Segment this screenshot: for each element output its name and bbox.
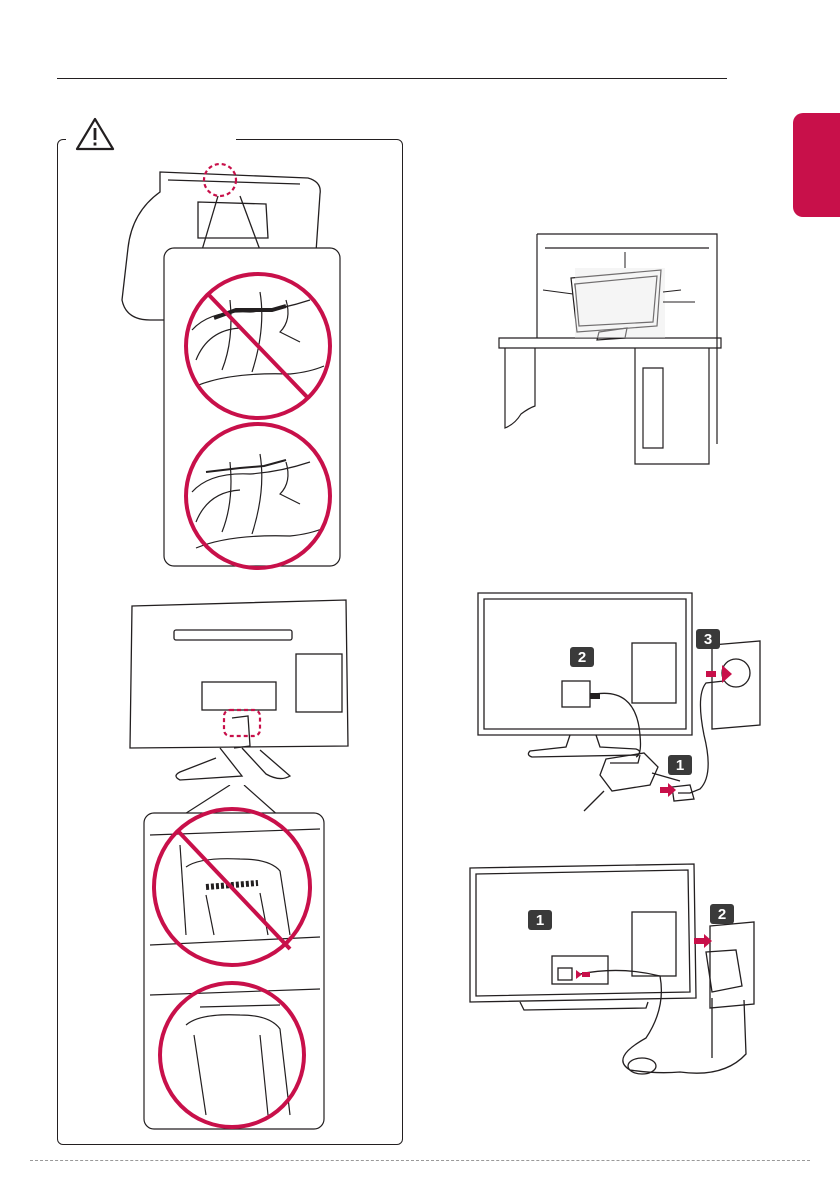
stand-neck-illustration <box>140 785 330 1135</box>
step-badge-a-2: 2 <box>570 647 594 667</box>
power-connection-type-b: 1 2 <box>460 858 760 1098</box>
header-rule <box>57 78 727 79</box>
svg-text:1: 1 <box>676 757 684 774</box>
power-connection-type-a: 1 2 3 <box>460 585 770 815</box>
svg-text:3: 3 <box>704 631 712 648</box>
step-badge-a-3: 3 <box>696 629 720 649</box>
step-badge-a-1: 1 <box>668 755 692 775</box>
stand-cable-illustration-top <box>110 160 350 580</box>
language-side-tab <box>793 113 840 217</box>
step-badge-b-1: 1 <box>528 910 552 930</box>
desk-placement-illustration <box>495 228 725 468</box>
svg-text:2: 2 <box>578 649 586 666</box>
page-bottom-trim <box>30 1160 810 1162</box>
svg-text:2: 2 <box>718 906 726 923</box>
monitor-back-illustration <box>120 598 360 788</box>
svg-text:1: 1 <box>536 912 544 929</box>
warning-triangle-icon <box>74 116 116 152</box>
step-badge-b-2: 2 <box>710 904 734 924</box>
